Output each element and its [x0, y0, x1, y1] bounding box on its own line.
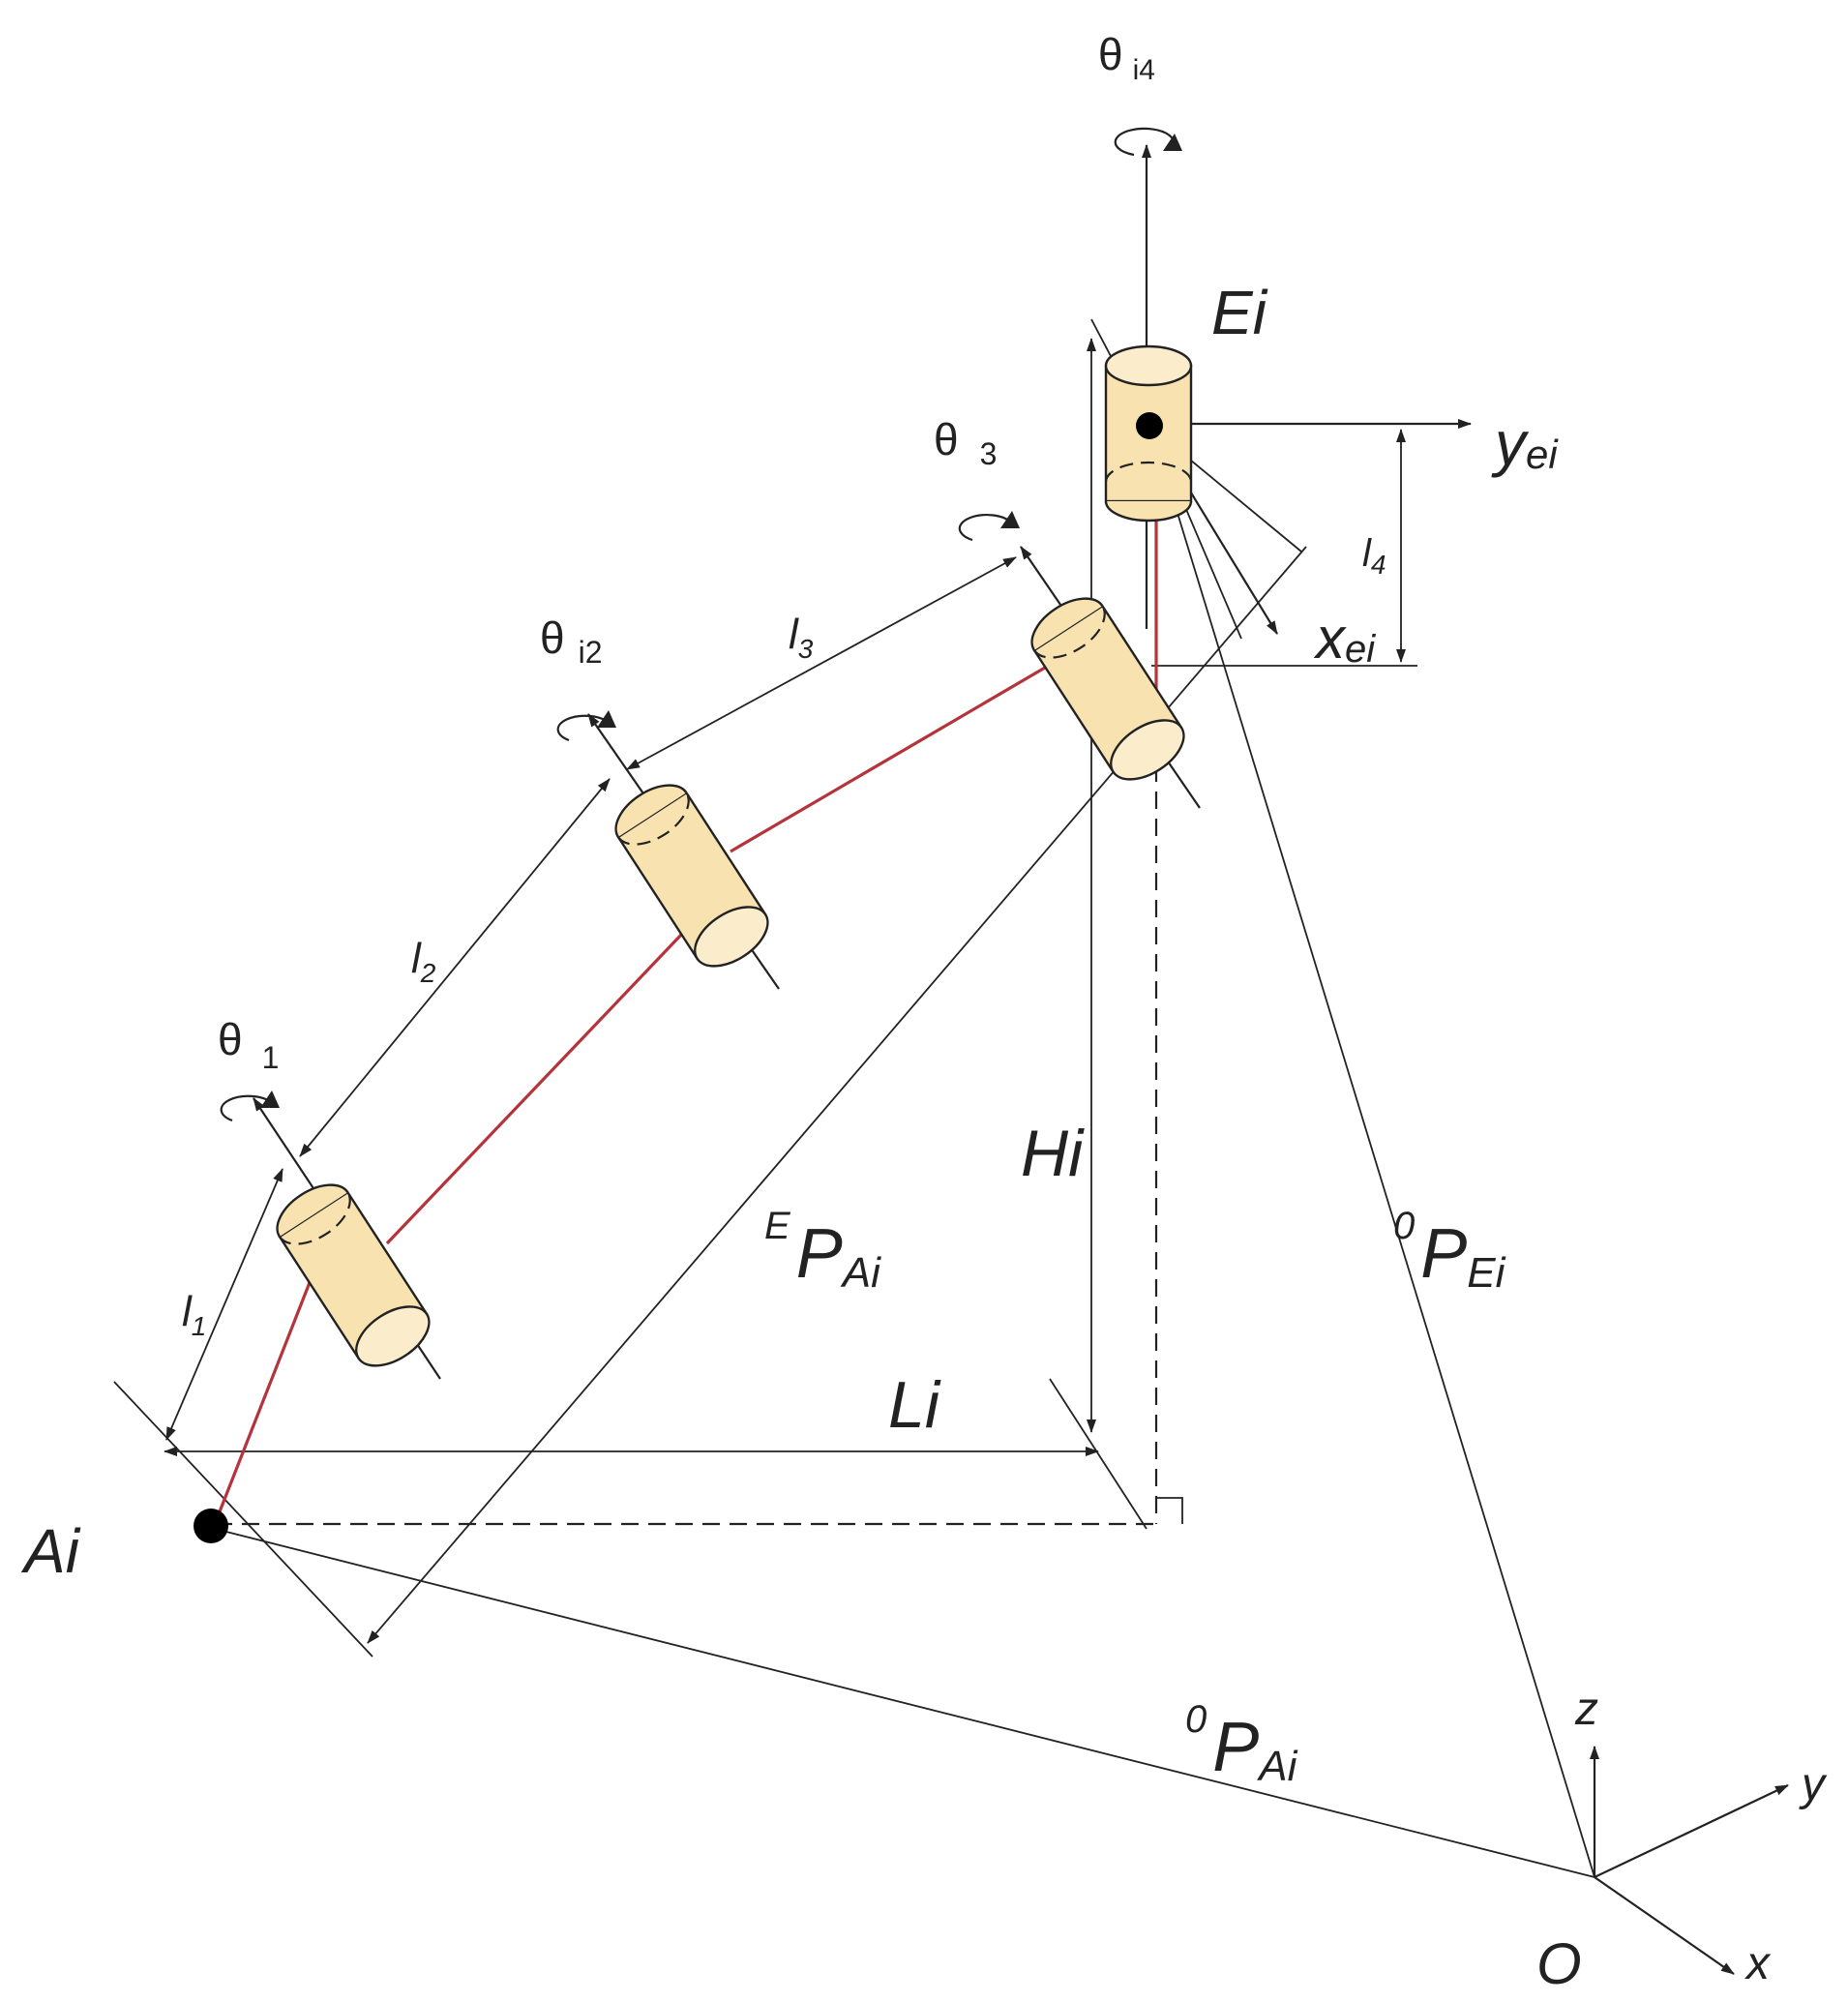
e-p-ai-label: EPAi: [764, 1205, 881, 1297]
l1-label: l1: [182, 1288, 206, 1341]
ei-point: [1136, 412, 1163, 439]
robot-link-2: [385, 932, 684, 1245]
x-ei-label: xei: [1313, 606, 1376, 671]
l2-label: l2: [411, 935, 436, 988]
joint2-cylinder: [614, 784, 769, 968]
o-p-ei-label: 0PEi: [1393, 1205, 1506, 1297]
l4-label: l4: [1362, 532, 1386, 580]
right-angle-mark: [1156, 1497, 1183, 1524]
ai-label: Ai: [20, 1516, 81, 1586]
y-ei-label: yei: [1491, 408, 1559, 478]
o-p-ai-vector: [214, 1528, 1595, 1878]
robot-link-chain: [213, 1257, 321, 1525]
theta-3-rotation-icon: [958, 511, 1020, 542]
o-p-ai-label: 0PAi: [1185, 1698, 1298, 1790]
l3-label: l3: [789, 611, 814, 664]
l2-dimension-line: [299, 778, 611, 1157]
joint1-cylinder: [276, 1183, 431, 1367]
hi-label: Hi: [1021, 1117, 1085, 1190]
li-label: Li: [888, 1368, 941, 1442]
theta-i2-rotation-icon: [556, 710, 616, 742]
world-frame: [1590, 1746, 1789, 1975]
ei-label: Ei: [1211, 278, 1268, 347]
axis-x-label: x: [1744, 1938, 1772, 1989]
theta-i4-rotation-icon: [1114, 127, 1182, 157]
ai-point: [194, 1509, 228, 1543]
theta-1-rotation-icon: [220, 1091, 280, 1122]
axis-y-label: y: [1799, 1759, 1828, 1810]
robot-link-3: [730, 666, 1046, 853]
l3-dimension-line: [626, 556, 1017, 770]
origin-label: O: [1536, 1931, 1582, 1996]
ai-extension-line: [113, 1381, 373, 1658]
l1-dimension-line: [165, 1168, 283, 1441]
o-p-ei-vector: [1150, 427, 1595, 1878]
joint3-cylinder: [1030, 597, 1185, 781]
li-extension-right: [1049, 1378, 1148, 1530]
axis-z-label: z: [1574, 1684, 1598, 1735]
